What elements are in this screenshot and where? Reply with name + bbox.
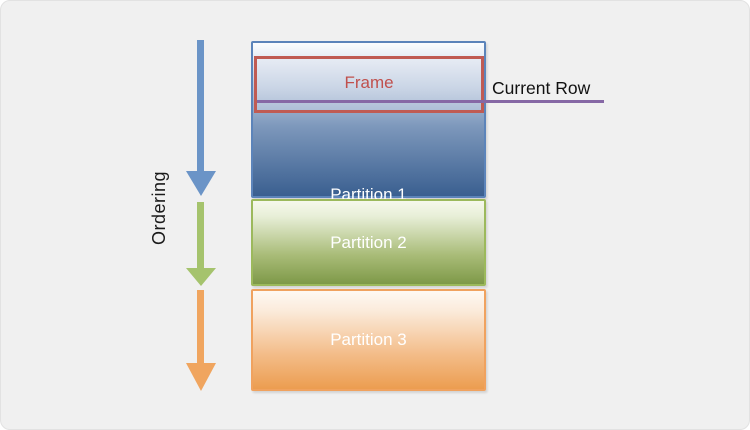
partition-2-box: Partition 2 (251, 199, 486, 286)
ordering-arrow-blue-head-icon (186, 171, 216, 196)
ordering-arrow-orange-head-icon (186, 363, 216, 391)
partition-3-box: Partition 3 (251, 289, 486, 391)
partition-2-label: Partition 2 (330, 232, 407, 252)
ordering-arrow-green-shaft (197, 202, 204, 268)
ordering-arrow-green-head-icon (186, 268, 216, 286)
frame-label: Frame (344, 73, 394, 92)
current-row-label: Current Row (492, 78, 591, 98)
ordering-arrow-blue-shaft (197, 40, 204, 171)
current-row-line (257, 100, 604, 103)
frame-box: Frame (254, 56, 484, 113)
ordering-arrow-orange-shaft (197, 290, 204, 363)
ordering-axis-label: Ordering (149, 170, 169, 246)
partition-3-label: Partition 3 (330, 330, 407, 349)
